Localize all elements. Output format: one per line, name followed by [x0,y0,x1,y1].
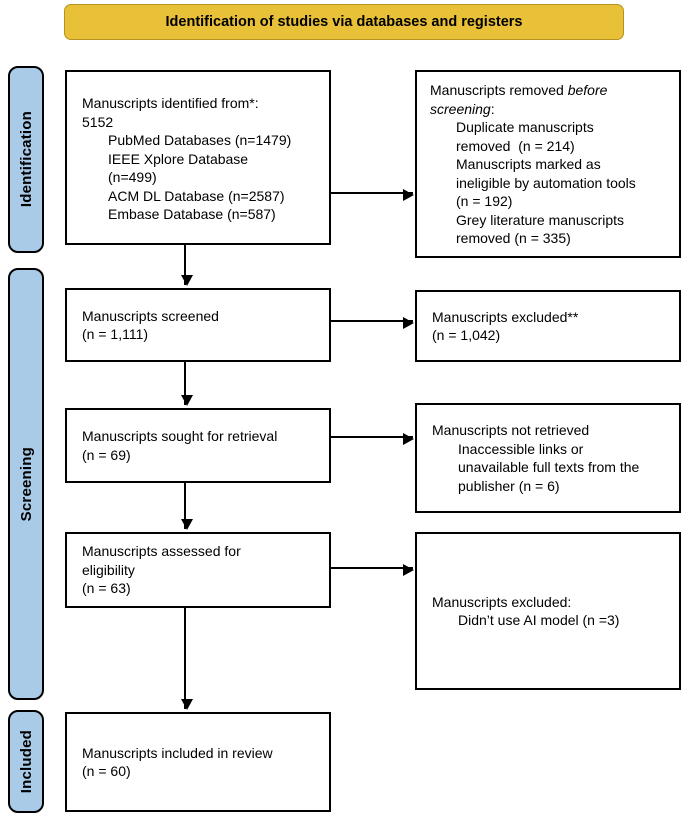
box-line: removed (n = 214) [456,137,575,154]
stage-included-label: Included [17,729,35,794]
box-line: (n = 192) [456,193,513,209]
stage-included: Included [8,710,44,813]
box-line: Manuscripts sought for retrieval [82,428,278,444]
box-line: (n = 1,111) [82,326,149,342]
box-manuscripts-excluded-eligibility: Manuscripts excluded: Didn’t use AI mode… [415,532,681,690]
box-manuscripts-identified: Manuscripts identified from*: 5152 PubMe… [65,70,331,245]
box-manuscripts-assessed: Manuscripts assessed for eligibility (n … [65,532,331,608]
box-line: Duplicate manuscripts [456,119,594,135]
box-line: Manuscripts screened [82,307,219,324]
box-manuscripts-excluded-screening: Manuscripts excluded** (n = 1,042) [415,290,681,362]
box-line: ACM DL Database (n=2587) [108,187,285,204]
box-line: eligibility [82,561,135,578]
box-line: Manuscripts marked as [456,156,601,172]
box-manuscripts-not-retrieved: Manuscripts not retrieved Inaccessible l… [415,403,681,513]
box-manuscripts-included: Manuscripts included in review (n = 60) [65,712,331,812]
arrow-right-icon [331,189,414,201]
box-manuscripts-removed-before-screening: Manuscripts removed before screening: Du… [415,70,681,258]
box-line: ineligible by automation tools [456,174,636,191]
box-line: 5152 [82,113,114,130]
stage-identification-label: Identification [17,111,35,208]
stage-screening: Screening [8,268,44,700]
arrow-right-icon [331,564,414,576]
box-line: IEEE Xplore Database [108,150,249,167]
arrow-down-icon [181,245,193,286]
box-line: PubMed Databases (n=1479) [108,132,292,148]
box-line: (n = 69) [82,446,131,463]
banner-title: Identification of studies via databases … [165,14,523,30]
arrow-right-icon [331,433,414,445]
box-line: (n = 1,042) [432,327,501,343]
box-line: (n=499) [108,169,157,185]
box-line: Manuscripts not retrieved [432,422,590,438]
box-line: Manuscripts excluded: [432,593,572,610]
stage-screening-label: Screening [17,446,35,522]
box-line: publisher (n = 6) [458,477,560,494]
arrow-down-icon [181,483,193,530]
banner: Identification of studies via databases … [64,4,624,40]
box-manuscripts-sought: Manuscripts sought for retrieval (n = 69… [65,408,331,483]
box-line: Manuscripts included in review [82,744,273,761]
box-line: Grey literature manuscripts [456,211,625,228]
box-manuscripts-screened: Manuscripts screened (n = 1,111) [65,288,331,362]
box-line: Manuscripts removed before [430,82,608,98]
arrow-right-icon [331,317,414,329]
box-line: Didn’t use AI model (n =3) [458,612,620,628]
arrow-down-icon [181,608,193,710]
box-line: removed (n = 335) [456,230,571,246]
box-line: Inaccessible links or [458,440,584,457]
box-line: Manuscripts excluded** [432,308,579,325]
box-line: Manuscripts assessed for [82,543,241,560]
stage-identification: Identification [8,66,44,253]
box-line: (n = 60) [82,763,131,779]
box-line: Manuscripts identified from*: [82,95,259,111]
arrow-down-icon [181,362,193,406]
box-line: (n = 63) [82,580,131,597]
box-line: screening: [430,100,495,117]
box-line: Embase Database (n=587) [108,206,276,222]
box-line: unavailable full texts from the [458,459,640,475]
